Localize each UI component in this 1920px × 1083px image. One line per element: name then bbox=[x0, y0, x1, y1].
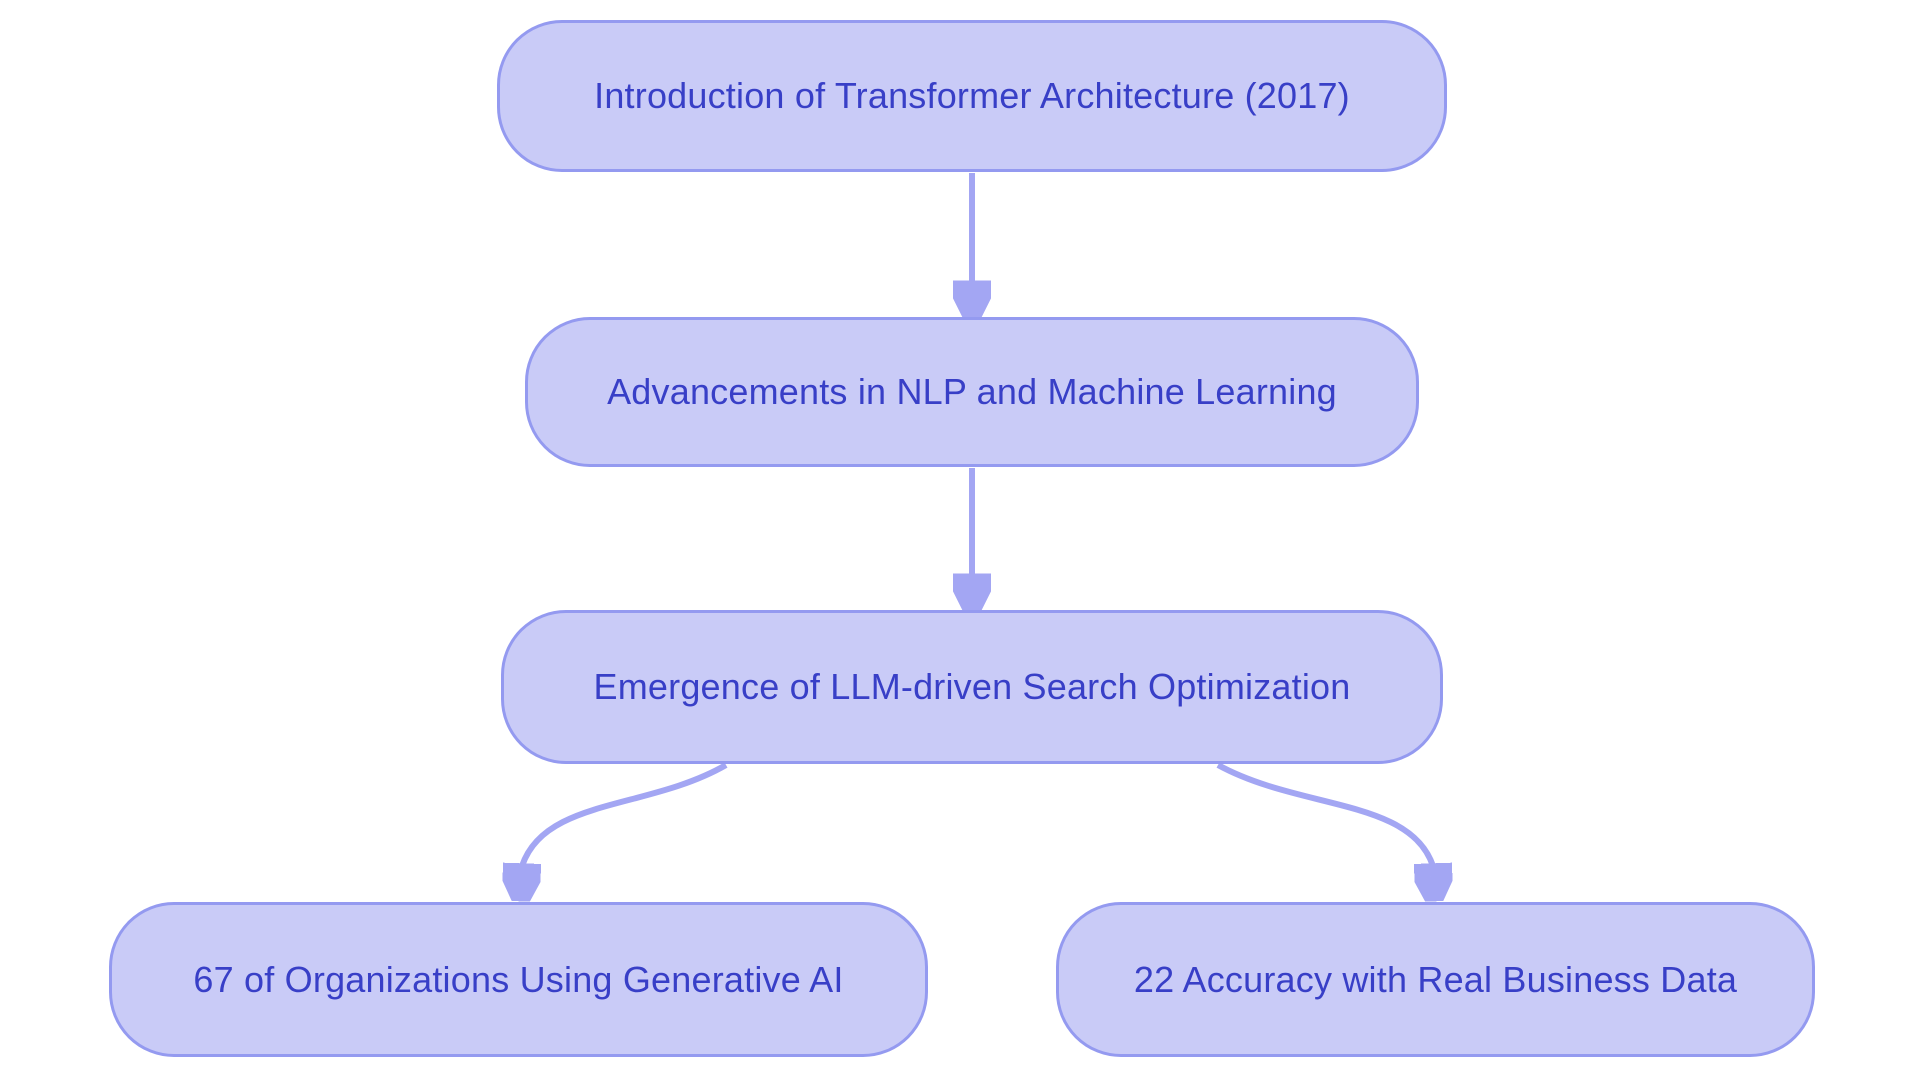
node-organizations-using-generative-ai: 67 of Organizations Using Generative AI bbox=[109, 902, 928, 1057]
node-label: Advancements in NLP and Machine Learning bbox=[607, 371, 1337, 413]
node-accuracy-real-business-data: 22 Accuracy with Real Business Data bbox=[1056, 902, 1815, 1057]
edge-n3-n5 bbox=[1216, 762, 1434, 895]
node-advancements-nlp-machine-learning: Advancements in NLP and Machine Learning bbox=[525, 317, 1419, 467]
node-label: Introduction of Transformer Architecture… bbox=[594, 75, 1350, 117]
node-label: 67 of Organizations Using Generative AI bbox=[193, 958, 844, 1000]
edge-n3-n4 bbox=[521, 762, 728, 895]
node-label: Emergence of LLM-driven Search Optimizat… bbox=[593, 666, 1351, 708]
node-emergence-llm-search-optimization: Emergence of LLM-driven Search Optimizat… bbox=[501, 610, 1443, 764]
node-label: 22 Accuracy with Real Business Data bbox=[1133, 958, 1738, 1000]
node-introduction-transformer-architecture: Introduction of Transformer Architecture… bbox=[497, 20, 1447, 172]
